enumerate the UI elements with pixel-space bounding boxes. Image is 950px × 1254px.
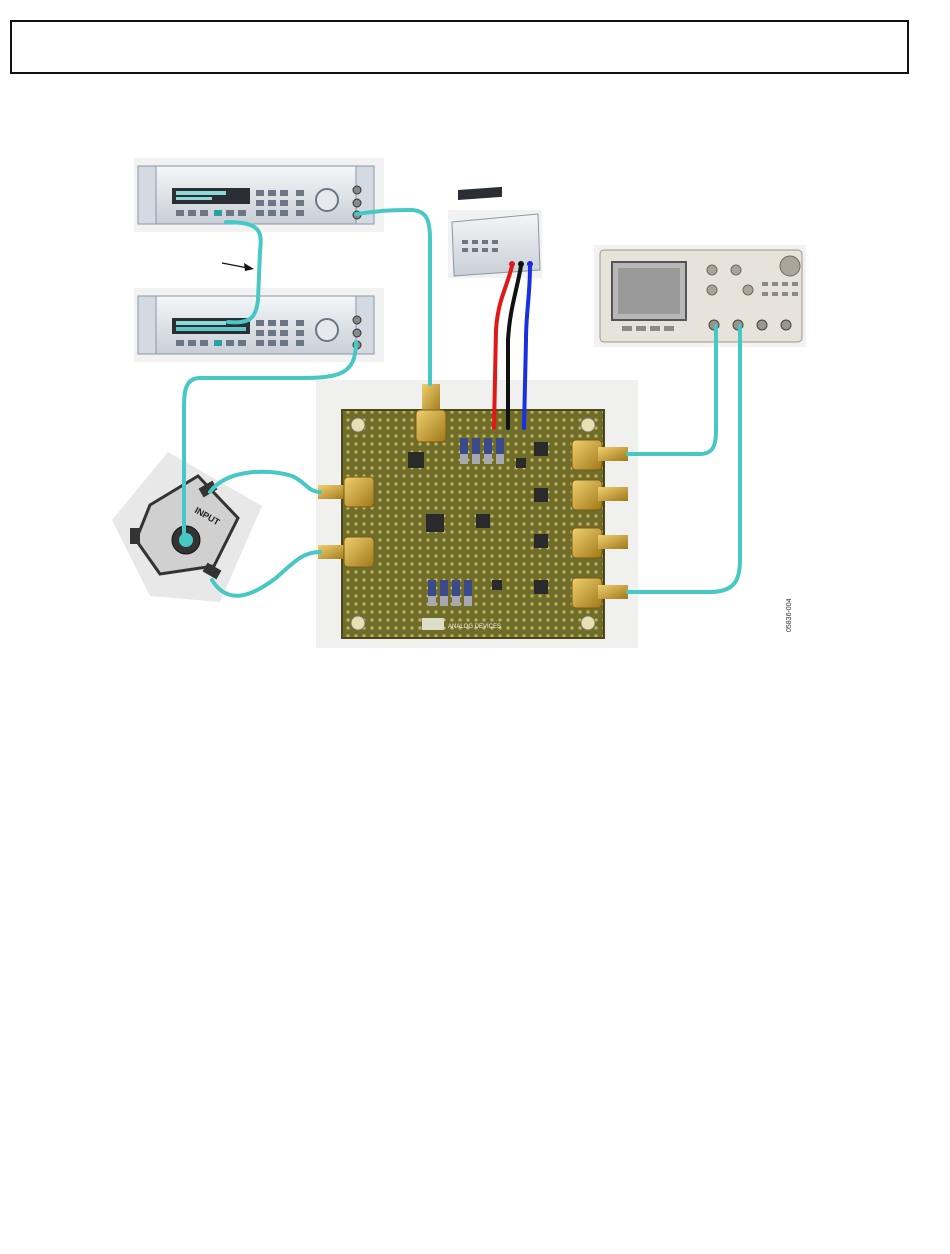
figure-id-label: 05836-004: [786, 599, 793, 632]
reference-cable-arrow: [222, 263, 254, 271]
cable-output-4-to-scope: [628, 326, 740, 592]
power-supply: [448, 187, 542, 278]
evaluation-board: ANALOG DEVICES: [316, 380, 638, 648]
oscilloscope: [594, 245, 806, 347]
board-logo: ANALOG DEVICES: [448, 624, 501, 630]
signal-generator-1: [134, 158, 384, 232]
